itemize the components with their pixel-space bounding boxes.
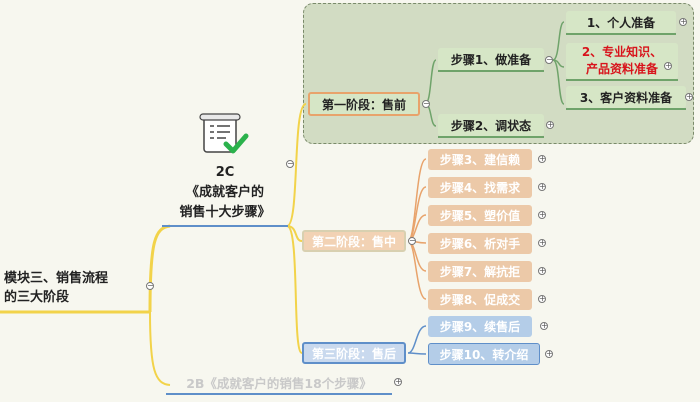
center-underline <box>162 225 288 227</box>
step-6-label: 步骤6、析对手 <box>439 237 521 251</box>
step-4-toggle-icon[interactable]: + <box>538 182 546 191</box>
stage-pre-sale-toggle-icon[interactable]: − <box>422 99 430 108</box>
step-1-toggle-icon[interactable]: − <box>545 55 553 64</box>
step-6-toggle-icon[interactable]: + <box>538 238 546 247</box>
center-topic[interactable]: 2C 《成就客户的 销售十大步骤》 <box>160 162 290 224</box>
step-6[interactable]: 步骤6、析对手 <box>428 233 532 254</box>
step-10-toggle-icon[interactable]: + <box>545 349 553 358</box>
step-5[interactable]: 步骤5、塑价值 <box>428 205 532 226</box>
stage-post-sale[interactable]: 第三阶段：售后 <box>302 342 406 364</box>
center-toggle-icon[interactable]: − <box>286 159 294 168</box>
prep-item-personal-toggle-icon[interactable]: + <box>679 17 687 26</box>
step-1-prepare[interactable]: 步骤1、做准备 <box>438 48 544 70</box>
step-1-underline <box>438 70 544 72</box>
step-3-toggle-icon[interactable]: + <box>538 154 546 163</box>
step-8[interactable]: 步骤8、促成交 <box>428 289 532 310</box>
stage-mid-sale-label: 第二阶段：售中 <box>311 234 396 249</box>
prep-item-knowledge-toggle-icon[interactable]: + <box>664 61 672 70</box>
prep-item-personal-underline <box>566 33 676 35</box>
step-7-label: 步骤7、解抗拒 <box>439 265 521 279</box>
prep-item-customer-label: 3、客户资料准备 <box>579 90 673 105</box>
prep-item-knowledge-line2: 产品资料准备 <box>585 62 658 76</box>
prep-item-knowledge-line1: 2、专业知识、 <box>581 45 663 59</box>
center-title-line2: 销售十大步骤》 <box>179 205 271 220</box>
center-icon-wrap <box>198 112 250 156</box>
step-9-label: 步骤9、续售后 <box>439 320 521 334</box>
step-2-adjust[interactable]: 步骤2、调状态 <box>438 114 544 136</box>
step-4-label: 步骤4、找需求 <box>439 181 521 195</box>
stage-mid-sale-toggle-icon[interactable]: − <box>408 236 416 245</box>
step-8-label: 步骤8、促成交 <box>439 293 521 307</box>
sibling-label: 2B《成就客户的销售18个步骤》 <box>186 375 372 391</box>
prep-item-knowledge[interactable]: 2、专业知识、 产品资料准备 <box>566 43 678 79</box>
step-7[interactable]: 步骤7、解抗拒 <box>428 261 532 282</box>
center-code: 2C <box>215 165 235 180</box>
step-2-toggle-icon[interactable]: + <box>546 120 554 129</box>
step-1-label: 步骤1、做准备 <box>450 52 532 67</box>
step-7-toggle-icon[interactable]: + <box>538 266 546 275</box>
prep-item-customer-toggle-icon[interactable]: + <box>685 92 693 101</box>
step-4[interactable]: 步骤4、找需求 <box>428 177 532 198</box>
prep-item-personal[interactable]: 1、个人准备 <box>566 11 676 33</box>
root-topic[interactable]: 模块三、销售流程 的三大阶段 <box>4 268 144 308</box>
step-5-label: 步骤5、塑价值 <box>439 209 521 223</box>
center-title-line1: 《成就客户的 <box>185 185 264 200</box>
stage-pre-sale[interactable]: 第一阶段：售前 <box>308 92 420 116</box>
step-2-underline <box>438 136 544 138</box>
prep-item-personal-label: 1、个人准备 <box>586 15 656 30</box>
step-9[interactable]: 步骤9、续售后 <box>428 316 532 337</box>
sibling-underline <box>166 393 392 395</box>
sibling-toggle-icon[interactable]: + <box>394 377 402 386</box>
stage-pre-sale-label: 第一阶段：售前 <box>321 97 406 112</box>
prep-item-customer-underline <box>566 108 686 110</box>
step-2-label: 步骤2、调状态 <box>450 118 532 133</box>
sibling-topic-2b[interactable]: 2B《成就客户的销售18个步骤》 <box>166 372 392 392</box>
step-10-label: 步骤10、转介绍 <box>439 347 529 362</box>
root-label-line1: 模块三、销售流程 <box>4 271 109 286</box>
root-label-line2: 的三大阶段 <box>4 290 70 305</box>
step-3-label: 步骤3、建信赖 <box>439 153 521 167</box>
prep-item-customer[interactable]: 3、客户资料准备 <box>566 86 686 108</box>
root-underline <box>0 311 150 313</box>
stage-post-sale-label: 第三阶段：售后 <box>311 346 396 361</box>
step-8-toggle-icon[interactable]: + <box>538 294 546 303</box>
step-3[interactable]: 步骤3、建信赖 <box>428 149 532 170</box>
step-9-toggle-icon[interactable]: + <box>540 321 548 330</box>
step-5-toggle-icon[interactable]: + <box>538 210 546 219</box>
checklist-scroll-icon <box>199 113 249 154</box>
step-10[interactable]: 步骤10、转介绍 <box>428 343 540 365</box>
prep-item-knowledge-underline <box>566 79 678 81</box>
stage-mid-sale[interactable]: 第二阶段：售中 <box>302 230 406 252</box>
root-toggle-icon[interactable]: − <box>146 281 154 290</box>
